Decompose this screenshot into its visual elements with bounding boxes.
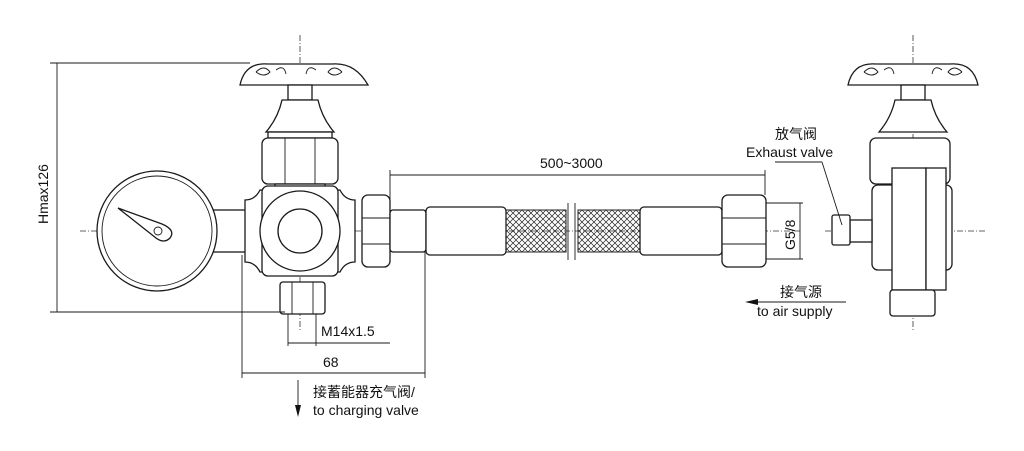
exhaust-valve-nut [831,214,851,246]
charging-en-label: to charging valve [313,402,419,418]
arrow-down-icon [295,405,301,417]
arrow-left-icon [745,299,758,305]
gauge-needle-icon [117,207,173,242]
charging-valve-callout: 接蓄能器充气阀/ to charging valve [295,380,419,418]
exhaust-en-label: Exhaust valve [746,144,833,160]
dimension-g58: G5/8 [766,202,803,260]
air-cn-label: 接气源 [780,284,822,300]
air-supply-callout: 接气源 to air supply [745,284,846,319]
handwheel-icon [239,63,370,86]
width-label: 68 [323,354,339,370]
hose-length-label: 500~3000 [540,155,603,171]
dimension-width: 68 [241,252,426,378]
air-en-label: to air supply [757,303,832,319]
pressure-gauge [96,170,258,292]
exhaust-cn-label: 放气阀 [775,126,817,142]
dimension-height: Hmax126 [35,62,285,313]
dimension-m14: M14x1.5 [287,314,390,346]
handwheel-side-icon [847,63,979,86]
g58-label: G5/8 [782,219,798,250]
side-view-valve [831,63,979,317]
hose-assembly [361,194,767,268]
charging-cn-label: 接蓄能器充气阀/ [313,384,415,400]
m14-label: M14x1.5 [321,323,375,339]
dimension-hose-length: 500~3000 [389,155,766,205]
height-label: Hmax126 [35,164,51,224]
left-valve [239,63,370,315]
exhaust-valve-callout: 放气阀 Exhaust valve [746,126,843,226]
